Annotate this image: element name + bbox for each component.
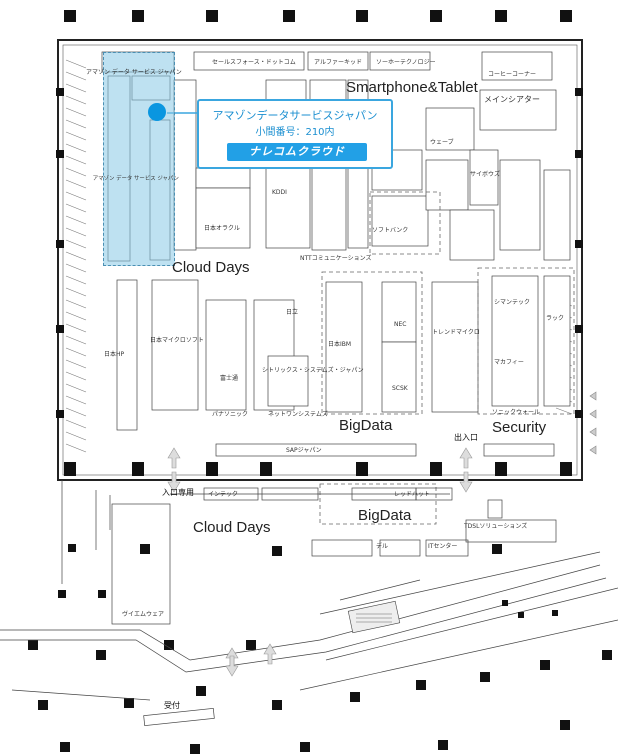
- booth-label-inforce: インテック: [208, 491, 239, 498]
- pillars-top: [64, 10, 572, 22]
- booth-label-software: ソーホーテクノロジー: [376, 59, 436, 66]
- booth-label-ibm: 日本IBM: [328, 341, 352, 348]
- side-entrance-marks: [589, 391, 597, 455]
- booth-label-mcafee: マカフィー: [494, 359, 524, 366]
- amazon-highlight-area: [103, 52, 175, 266]
- corridors: [0, 551, 618, 701]
- booth-label-coffee: コーヒーコーナー: [488, 71, 537, 78]
- hall-outline: [57, 39, 583, 481]
- pillars-edge: [56, 88, 583, 418]
- booths-smartphone: [371, 107, 571, 261]
- booth-label-salesforce: セールスフォース・ドットコム: [212, 59, 296, 66]
- booth-sap: [215, 443, 417, 457]
- zone-boundaries: [319, 191, 575, 525]
- booth-label-cybozu: サイボウズ: [470, 171, 501, 178]
- booth-label-amazon: アマゾン データ サービス ジャパン: [86, 69, 182, 76]
- callout-company: アマゾンデータサービスジャパン: [212, 109, 378, 122]
- booth-label-hitachi: 日立: [286, 309, 299, 316]
- booth-bottom-right: [483, 443, 555, 457]
- booth-label-it-center: ITセンター: [428, 543, 458, 550]
- highlight-callout[interactable]: アマゾンデータサービスジャパン 小間番号：210内 ナレコムクラウド: [197, 99, 393, 169]
- booth-label-symantec: シマンテック: [494, 299, 531, 306]
- booth-label-nec: NEC: [394, 321, 407, 328]
- zone-security: Security: [492, 419, 547, 436]
- booth-label-scsk: SCSK: [392, 385, 408, 392]
- booth-label-netone: ネットワンシステムズ: [268, 411, 328, 418]
- lower-pillars: [28, 544, 612, 754]
- reception-desk: [143, 707, 215, 727]
- booth-label-citrix: シトリックス・システムズ・ジャパン: [262, 367, 364, 374]
- callout-booth-number: 小間番号：210内: [255, 127, 335, 138]
- booth-label-alpha: アルファーキッド: [314, 59, 362, 66]
- entrance-arrows: [167, 447, 473, 493]
- booth-label-hp: 日本HP: [104, 351, 125, 358]
- booth-label-lac: ラック: [546, 315, 565, 322]
- reception-label: 受付: [164, 701, 180, 710]
- booth-label-redhat: レッドハット: [394, 491, 431, 498]
- booth-label-panasonic: パナソニック: [212, 411, 249, 418]
- escalator: [347, 600, 401, 634]
- exit-entrance-label: 出入口: [454, 433, 478, 442]
- booth-label-tdsl: TDSLソリューションズ: [464, 523, 528, 530]
- booth-label-nttcom: NTTコミュニケーションズ: [300, 255, 372, 262]
- booth-label-fujitsu: 富士通: [220, 375, 239, 382]
- booth-label-wave: ウェーブ: [430, 139, 454, 146]
- booth-label-trend: トレンドマイクロ: [432, 329, 480, 336]
- booth-label-kddi: KDDI: [272, 189, 287, 196]
- pillars-bottom: [64, 462, 572, 476]
- lower-entrance-arrows: [225, 643, 277, 677]
- booth-label-amazon-2: アマゾン データ サービス ジャパン: [92, 175, 179, 182]
- zone-cloud-days-lower: Cloud Days: [193, 519, 271, 536]
- booths-middle: [116, 275, 571, 431]
- location-pin-icon: [148, 103, 166, 121]
- tick-dots: [502, 600, 558, 618]
- lower-area: [61, 480, 557, 625]
- booth-label-vmware: ヴイエムウェア: [122, 611, 164, 618]
- booth-label-sonicwall: ソニックウォール: [492, 409, 541, 416]
- narecom-cloud-logo: ナレコムクラウド: [227, 143, 367, 161]
- zone-bigdata-lower: BigData: [358, 507, 412, 524]
- entrance-only-label: 入口専用: [162, 488, 194, 497]
- booth-label-main-theater: メインシアター: [484, 95, 540, 104]
- zone-cloud-days-upper: Cloud Days: [172, 259, 250, 276]
- booth-label-sap: SAPジャパン: [286, 447, 322, 454]
- booth-label-microsoft: 日本マイクロソフト: [150, 337, 204, 344]
- zone-smartphone-tablet: Smartphone&Tablet: [346, 79, 478, 96]
- booth-label-dell: デル: [376, 543, 389, 550]
- booth-label-oracle: 日本オラクル: [204, 225, 240, 232]
- booth-label-softbank: ソフトバンク: [372, 227, 409, 234]
- zone-bigdata-upper: BigData: [339, 417, 393, 434]
